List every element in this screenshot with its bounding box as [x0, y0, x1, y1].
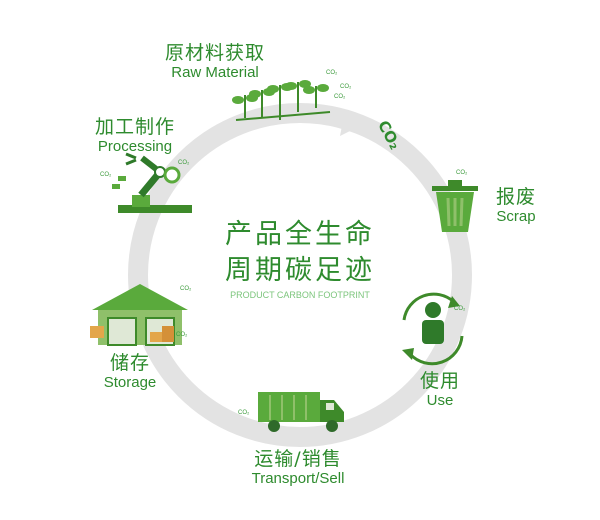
stage-raw-material-en: Raw Material: [171, 64, 259, 81]
stage-scrap-en: Scrap: [496, 208, 536, 225]
co2-mark: CO₂: [454, 306, 466, 312]
stage-processing-en: Processing: [97, 138, 173, 155]
stage-storage: 储存 Storage: [90, 352, 170, 392]
co2-mark: CO₂: [340, 84, 352, 90]
stage-use-en: Use: [426, 392, 454, 409]
co2-mark: CO₂: [176, 332, 188, 338]
co2-mark: CO₂: [334, 94, 346, 100]
stage-scrap-zh: 报废: [495, 186, 536, 208]
stage-processing: 加工制作 Processing: [75, 116, 195, 156]
stage-raw-material: 原材料获取 Raw Material: [150, 42, 280, 82]
stage-transport: 运输/销售 Transport/Sell: [228, 448, 368, 488]
robot-arm-icon: [112, 152, 192, 213]
stage-transport-en: Transport/Sell: [251, 470, 345, 487]
co2-mark: CO₂: [178, 160, 190, 166]
truck-icon: [258, 392, 344, 432]
stage-transport-zh: 运输/销售: [254, 448, 342, 470]
warehouse-icon: [90, 284, 188, 346]
stage-scrap: 报废 Scrap: [486, 186, 546, 226]
stage-storage-en: Storage: [103, 374, 157, 391]
stage-storage-zh: 储存: [109, 352, 150, 374]
co2-mark: CO₂: [100, 172, 112, 178]
stage-use: 使用 Use: [412, 370, 468, 410]
co2-mark: CO₂: [180, 286, 192, 292]
co2-mark: CO₂: [238, 410, 250, 416]
center-subtitle: PRODUCT CARBON FOOTPRINT: [230, 290, 370, 300]
stage-raw-material-zh: 原材料获取: [164, 42, 265, 64]
co2-mark: CO₂: [326, 70, 338, 76]
center-title-line1: 产品全生命: [225, 219, 375, 250]
stage-processing-zh: 加工制作: [94, 116, 175, 138]
trash-bin-icon: [432, 180, 478, 232]
co2-mark: CO₂: [456, 170, 468, 176]
sprouts-icon: [232, 80, 331, 121]
cycle-arrow-head: [340, 110, 372, 136]
stage-use-zh: 使用: [419, 370, 460, 392]
cycle-ring: [128, 103, 472, 447]
center-title-line2: 周期碳足迹: [225, 255, 375, 286]
user-recycle-icon: [402, 292, 464, 366]
